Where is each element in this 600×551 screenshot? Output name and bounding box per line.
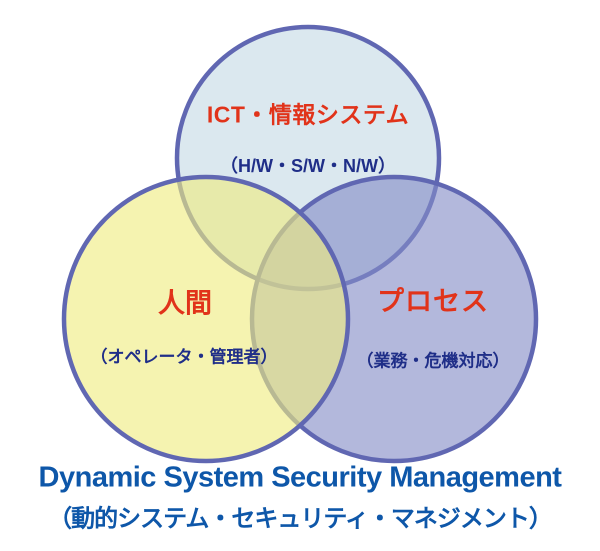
title-english: Dynamic System Security Management <box>38 461 562 494</box>
process-circle-sublabel: （業務・危機対応） <box>356 351 510 371</box>
human-circle-label: 人間 <box>158 288 212 319</box>
venn-circle-human <box>61 174 351 464</box>
title-japanese: （動的システム・セキュリティ・マネジメント） <box>48 505 553 533</box>
ict-circle-label: ICT・情報システム <box>206 101 410 128</box>
venn-diagram <box>61 24 539 464</box>
ict-circle-sublabel: （H/W・S/W・N/W） <box>220 156 396 176</box>
human-circle-sublabel: （オペレータ・管理者） <box>90 347 278 367</box>
process-circle-label: プロセス <box>377 286 489 317</box>
